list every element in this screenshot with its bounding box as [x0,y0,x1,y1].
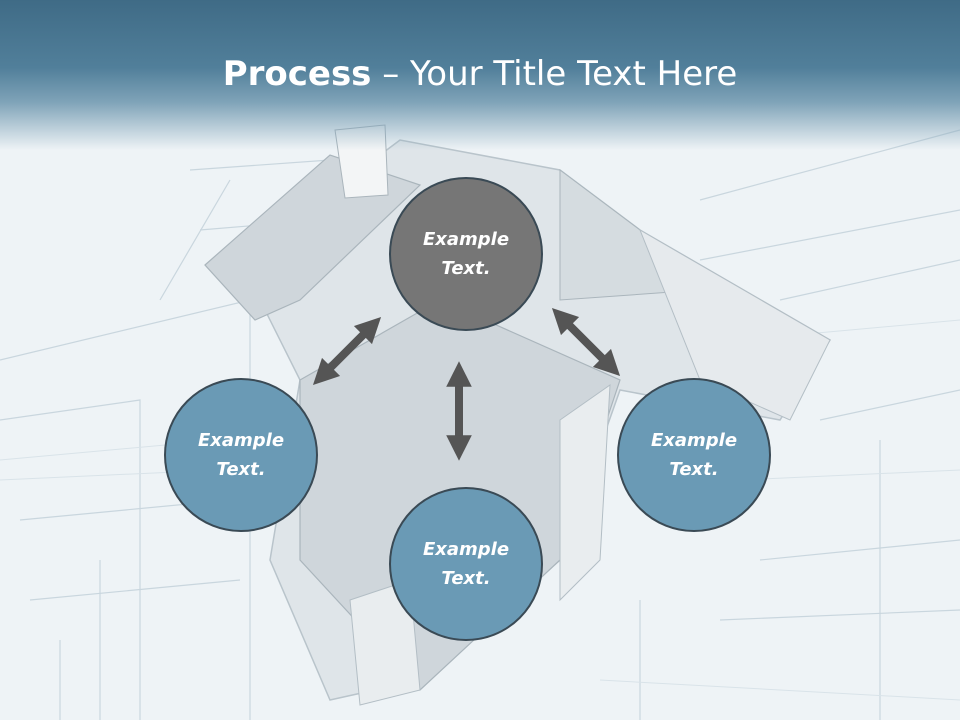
process-node-bottom[interactable]: Example Text. [389,487,543,641]
process-node-bottom-text: Example Text. [422,539,510,589]
process-node-left-text: Example Text. [197,430,285,480]
process-node-top[interactable]: Example Text. [389,177,543,331]
slide-title: Process – Your Title Text Here [0,52,960,96]
title-bold: Process [222,54,372,94]
process-node-top-text: Example Text. [422,229,510,279]
title-rest: – Your Title Text Here [371,54,738,94]
title-bar [0,0,960,150]
arrow-top-left [312,316,382,386]
process-node-right-text: Example Text. [650,430,738,480]
process-node-left[interactable]: Example Text. [164,378,318,532]
arrow-top-right [551,307,621,377]
process-node-right[interactable]: Example Text. [617,378,771,532]
